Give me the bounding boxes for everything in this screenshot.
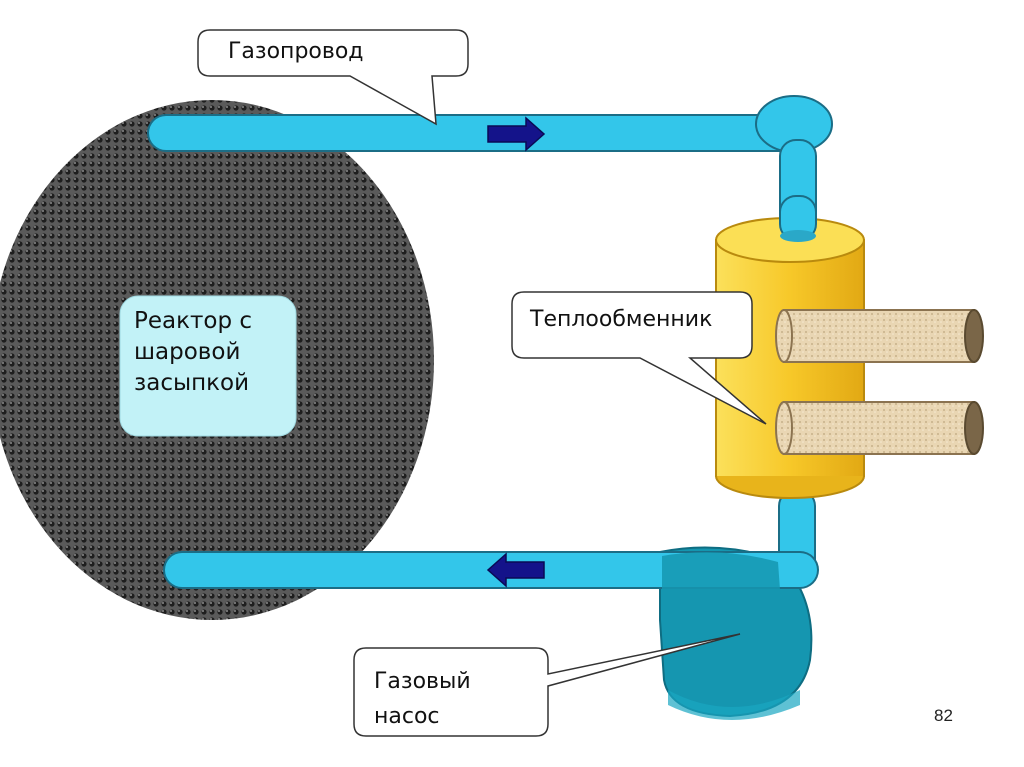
- page-number: 82: [934, 706, 953, 725]
- callout-gas-pipe: [197, 29, 469, 126]
- heat-exchanger-label: Теплообменник: [530, 307, 713, 332]
- callout-gas-pump: [353, 633, 741, 737]
- coolant-pipe-lower: [775, 401, 984, 455]
- flow-arrow-right: [487, 116, 546, 152]
- reactor-label: Реактор с шаровой засыпкой: [134, 308, 253, 397]
- gas-pump-label: Газовый насос: [374, 669, 471, 730]
- callout-heat-exchanger: [511, 291, 767, 425]
- coolant-pipe-upper: [775, 309, 984, 363]
- reactor-label-box: [119, 295, 297, 437]
- flow-arrow-left: [486, 552, 545, 588]
- gas-pipe-label: Газопровод: [228, 39, 364, 64]
